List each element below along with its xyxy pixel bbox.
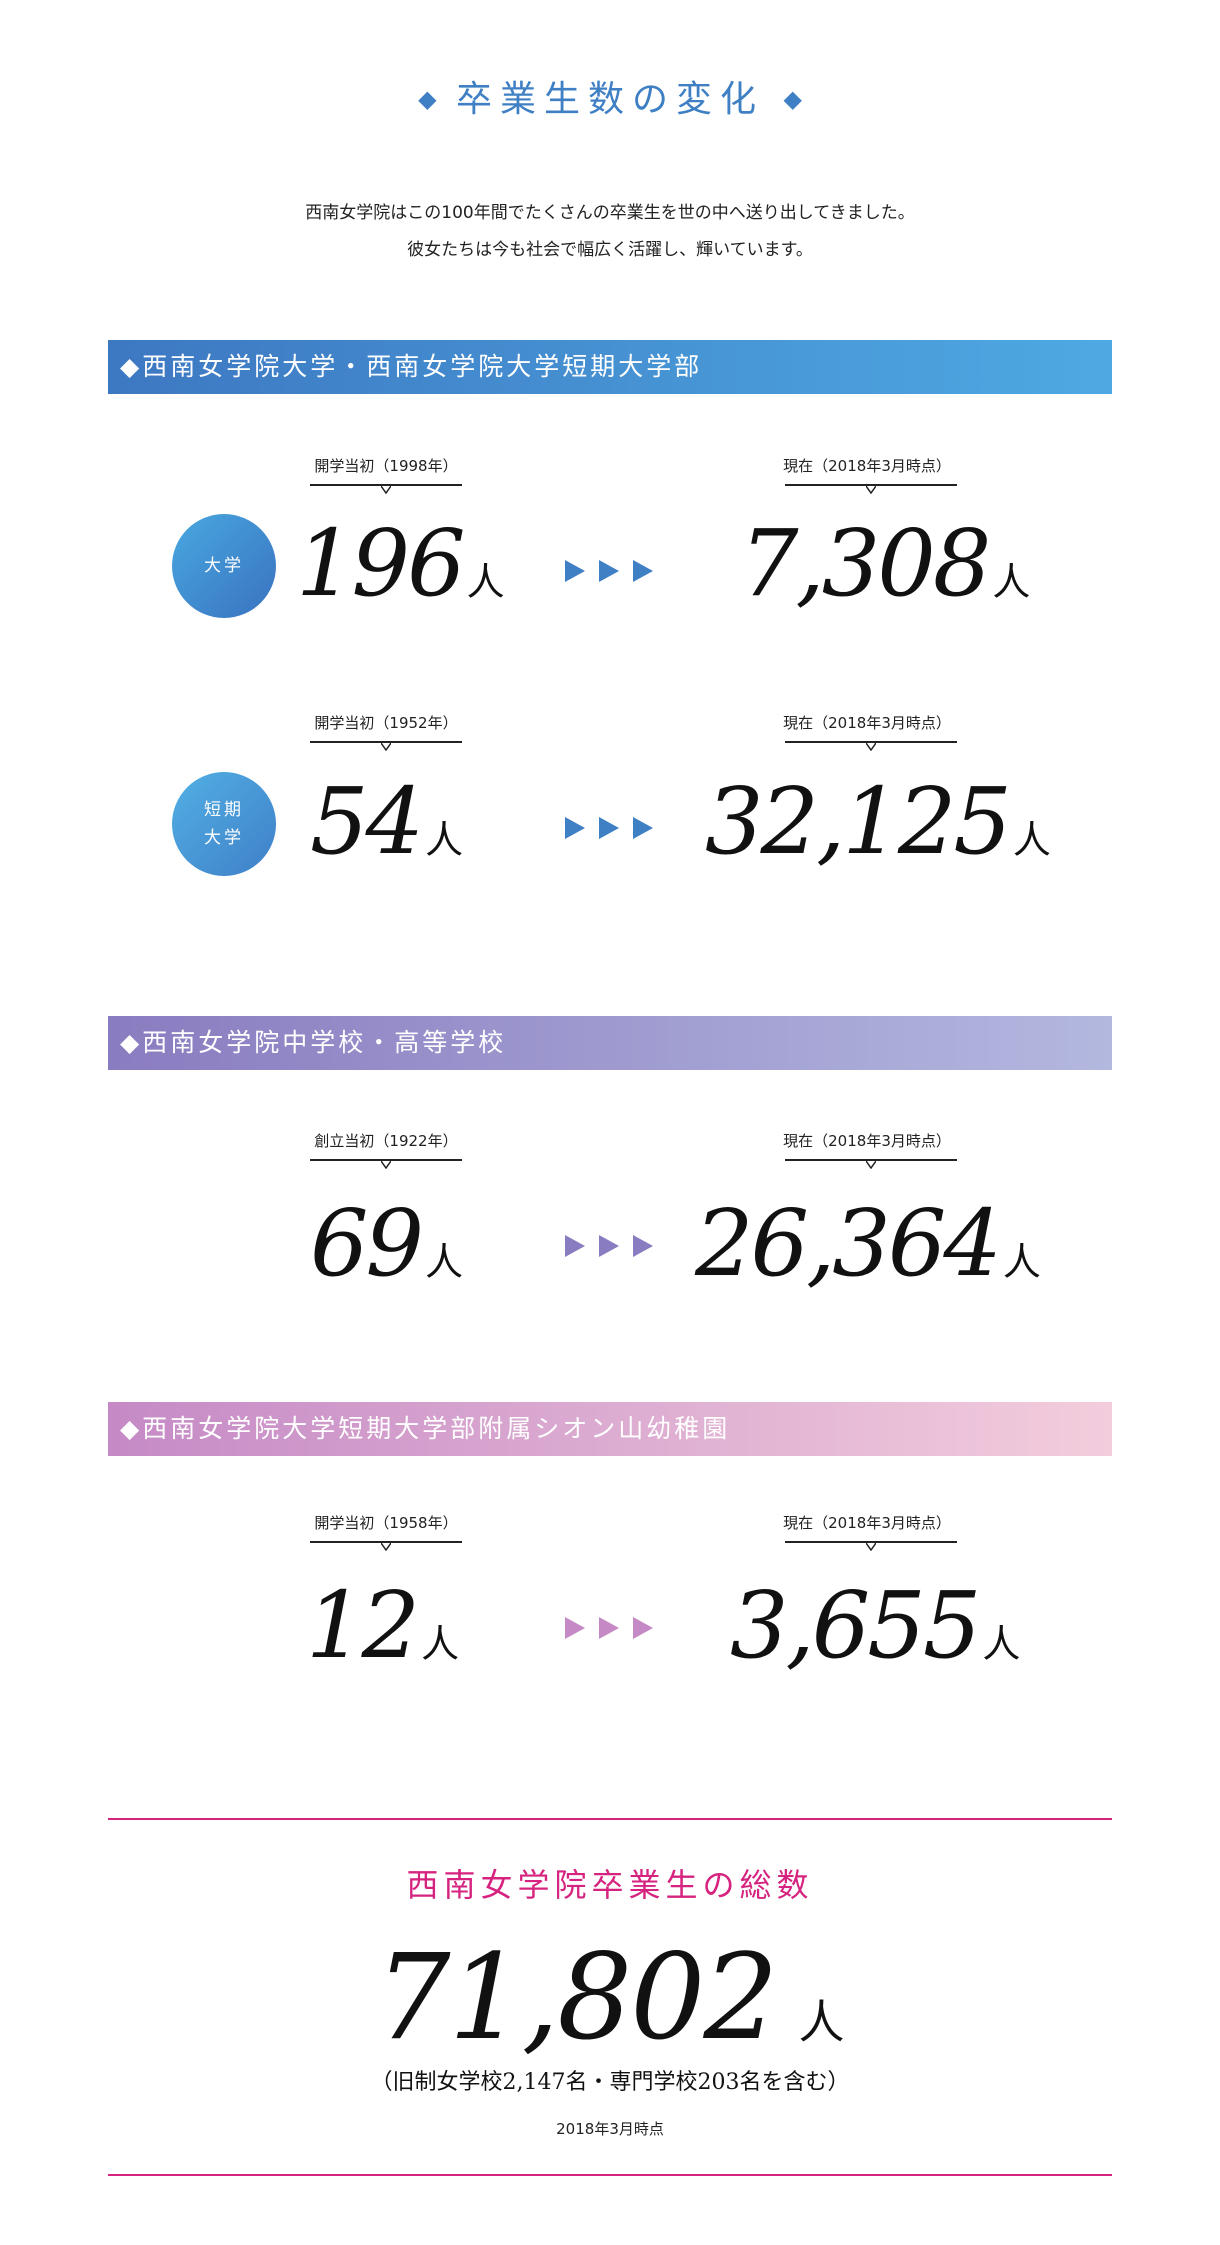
total-date: 2018年3月時点 (556, 2120, 664, 2138)
bracket-pointer-icon (381, 1543, 391, 1553)
caption-bracket (310, 1151, 462, 1161)
bracket-pointer-icon (866, 486, 876, 496)
badge-junior-college: 短期 大学 (172, 772, 276, 876)
page-title: ◆ 卒業生数の変化 ◆ (0, 70, 1220, 122)
divider-bottom (108, 2174, 1112, 2176)
intro-line-2: 彼女たちは今も社会で幅広く活躍し、輝いています。 (407, 240, 813, 260)
start-caption: 開学当初（1958年） (314, 1514, 458, 1532)
caption-bracket (310, 733, 462, 743)
start-caption: 創立当初（1922年） (314, 1132, 458, 1150)
total-count: 71,802 人 (0, 1928, 1220, 2066)
arrows-icon (565, 1235, 657, 1257)
now-caption: 現在（2018年3月時点） (783, 714, 951, 732)
now-caption: 現在（2018年3月時点） (783, 1514, 951, 1532)
bracket-pointer-icon (381, 1161, 391, 1171)
bracket-pointer-icon (381, 743, 391, 753)
caption-bracket (785, 733, 957, 743)
badge-line-2: 大学 (204, 828, 244, 848)
unit-label: 人 (982, 1622, 1021, 1666)
now-value: 32,125 (705, 768, 1012, 875)
now-caption: 現在（2018年3月時点） (783, 1132, 951, 1150)
unit-label: 人 (1002, 1240, 1041, 1284)
start-value: 54 (310, 768, 424, 875)
total-note: （旧制女学校2,147名・専門学校203名を含む） (370, 2070, 850, 2095)
now-value: 3,655 (730, 1572, 981, 1679)
divider-top (108, 1818, 1112, 1820)
unit-label: 人 (425, 1240, 464, 1284)
bracket-pointer-icon (866, 743, 876, 753)
bracket-pointer-icon (866, 1161, 876, 1171)
caption-bracket (785, 1151, 957, 1161)
section-heading-university: ◆西南女学院大学・西南女学院大学短期大学部 (108, 340, 1112, 394)
page-title-text: 卒業生数の変化 (455, 79, 764, 120)
caption-bracket (785, 1533, 957, 1543)
unit-label: 人 (798, 1995, 845, 2049)
now-value: 7,308 (740, 510, 991, 617)
badge-university: 大学 (172, 514, 276, 618)
bracket-pointer-icon (381, 486, 391, 496)
unit-label: 人 (425, 818, 464, 862)
diamond-icon: ◆ (418, 85, 437, 113)
start-value: 69 (310, 1190, 424, 1297)
bracket-pointer-icon (866, 1543, 876, 1553)
caption-bracket (310, 476, 462, 486)
start-value: 196 (296, 510, 466, 617)
total-title: 西南女学院卒業生の総数 (406, 1866, 814, 1904)
section-heading-kindergarten: ◆西南女学院大学短期大学部附属シオン山幼稚園 (108, 1402, 1112, 1456)
arrows-icon (565, 817, 657, 839)
caption-bracket (785, 476, 957, 486)
intro-line-1: 西南女学院はこの100年間でたくさんの卒業生を世の中へ送り出してきました。 (305, 203, 915, 223)
start-caption: 開学当初（1952年） (314, 714, 458, 732)
section-heading-junior-high: ◆西南女学院中学校・高等学校 (108, 1016, 1112, 1070)
unit-label: 人 (992, 560, 1031, 604)
now-value: 26,364 (695, 1190, 1002, 1297)
total-value: 71,802 (375, 1928, 779, 2066)
unit-label: 人 (466, 560, 505, 604)
intro-text: 西南女学院はこの100年間でたくさんの卒業生を世の中へ送り出してきました。 彼女… (0, 195, 1220, 269)
now-caption: 現在（2018年3月時点） (783, 457, 951, 475)
unit-label: 人 (1012, 818, 1051, 862)
unit-label: 人 (421, 1622, 460, 1666)
diamond-icon: ◆ (783, 85, 802, 113)
caption-bracket (310, 1533, 462, 1543)
arrows-icon (565, 1617, 657, 1639)
arrows-icon (565, 560, 657, 582)
start-value: 12 (306, 1572, 420, 1679)
start-caption: 開学当初（1998年） (314, 457, 458, 475)
badge-line-1: 短期 (204, 800, 244, 820)
